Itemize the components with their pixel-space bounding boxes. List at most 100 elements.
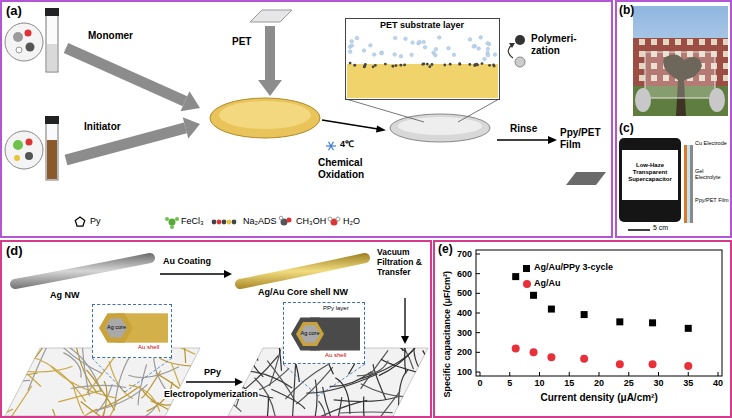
molecule-key-icon — [212, 220, 217, 225]
cross-section-illustration — [92, 358, 125, 392]
step-label: Polymeri- zation — [531, 33, 591, 56]
nanowire-network — [385, 322, 403, 351]
monomer-illustration — [47, 44, 57, 71]
inset-title: PET substrate layer — [346, 20, 498, 30]
particle-illustration — [349, 62, 352, 65]
tick-label: 10 — [535, 378, 545, 388]
chart — [476, 273, 480, 274]
particle-illustration — [410, 53, 414, 57]
nanowire-network — [128, 367, 179, 378]
component-label: Ag NW — [50, 290, 80, 300]
photo-illustration — [645, 52, 715, 98]
data-point — [685, 325, 692, 332]
chart — [628, 372, 629, 376]
nanowire-network — [163, 297, 448, 418]
scale-label: 5 cm — [653, 224, 668, 232]
particle-illustration — [369, 44, 373, 48]
tick-label: 25 — [624, 378, 634, 388]
data-point — [616, 360, 624, 368]
data-point — [649, 360, 657, 368]
molecule-key-icon — [232, 220, 237, 225]
particle-illustration — [472, 45, 476, 49]
chart — [599, 372, 600, 376]
tick-label: 30 — [654, 378, 664, 388]
chart — [476, 254, 480, 255]
cross-section-illustration — [92, 304, 172, 358]
process-arrow — [258, 80, 282, 96]
particle-illustration — [476, 64, 479, 67]
legend-text: Ag/Au/PPy 3-cycle — [534, 262, 613, 272]
tick-label: 300 — [457, 328, 472, 338]
polymerization-icon — [508, 35, 525, 67]
particle-illustration — [363, 66, 366, 69]
nanowire-network — [335, 378, 350, 414]
layer-label: Ppy/PET Film — [695, 197, 729, 203]
legend-text: CH₃OH — [296, 216, 326, 226]
tick-label: 400 — [457, 308, 472, 318]
substrate-dish — [346, 99, 424, 122]
process-arrow — [322, 120, 378, 129]
initiator-illustration — [5, 116, 59, 180]
snowflake-icon — [329, 142, 334, 151]
step-label: Chemical Oxidation — [318, 157, 382, 180]
nanowire-network — [192, 399, 220, 418]
phone-photo — [687, 145, 690, 223]
pet-sheet — [250, 10, 292, 22]
particle-illustration — [423, 45, 427, 49]
substrate-layer — [347, 64, 498, 98]
legend-swatch — [523, 265, 530, 272]
axis-title: Specific capacitance (μF/cm²) — [442, 271, 452, 398]
component-label: Ppy/PET Film — [560, 127, 610, 150]
nanowire-network — [20, 346, 44, 368]
nanowire-network — [329, 397, 342, 418]
particle-illustration — [426, 63, 429, 66]
reaction-dish — [210, 98, 320, 138]
molecule-key-icon — [279, 216, 283, 220]
panel-letter: (c) — [619, 122, 634, 136]
particle-illustration — [380, 51, 384, 55]
nanowire-network — [82, 317, 90, 396]
nanowire-network — [51, 366, 117, 398]
legend-text: H₂O — [343, 216, 360, 226]
process-arrow — [548, 136, 557, 144]
tick-label: 35 — [683, 378, 693, 388]
photo-illustration — [635, 88, 651, 112]
substrate-dish — [390, 114, 490, 142]
tick-label: 200 — [457, 347, 472, 357]
nanowire-network — [8, 366, 72, 372]
data-point — [616, 318, 623, 325]
molecule-key-icon — [175, 217, 179, 221]
layer-label: Cu Electrode — [695, 140, 729, 146]
process-arrow — [183, 117, 200, 138]
particle-illustration — [348, 50, 352, 54]
step-label: Electropolymerization — [163, 389, 259, 399]
chart — [476, 313, 480, 314]
step-label: Vacuum Filtration & Transfer — [377, 248, 431, 277]
data-point — [547, 353, 555, 361]
process-arrow — [376, 126, 386, 133]
nanowire-network — [296, 367, 333, 404]
nanowire-illustration — [401, 336, 409, 344]
nanowire-network — [0, 386, 32, 418]
monomer-illustration — [5, 23, 43, 61]
initiator-illustration — [25, 152, 33, 160]
cross-section-illustration — [283, 364, 318, 396]
substrate-dish — [398, 117, 482, 135]
nanowire-network — [129, 385, 160, 412]
polymerization-icon — [515, 57, 525, 67]
molecule-key-icon — [336, 217, 340, 221]
particle-illustration — [391, 65, 394, 68]
data-point — [530, 348, 538, 356]
nanowire-network — [0, 363, 18, 371]
nanowire-network — [0, 283, 268, 418]
particle-illustration — [486, 53, 490, 57]
particle-illustration — [477, 47, 481, 51]
molecule-key-icon — [227, 220, 232, 225]
nanowire-network — [361, 384, 407, 397]
particle-illustration — [468, 63, 471, 66]
particle-illustration — [372, 65, 375, 68]
particle-illustration — [350, 44, 354, 48]
nanowire-network — [194, 325, 247, 371]
nanowire-network — [171, 292, 186, 363]
nanowire-network — [167, 366, 238, 391]
